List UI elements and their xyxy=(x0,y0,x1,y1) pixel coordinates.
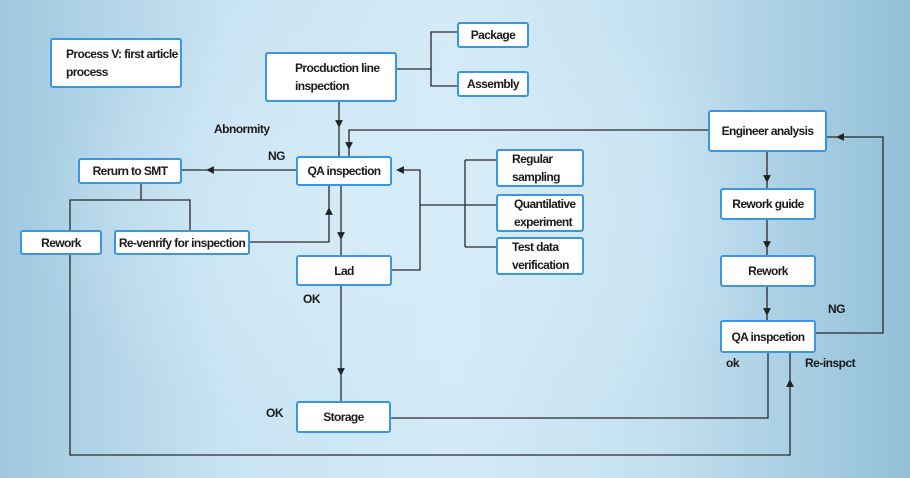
node-return-smt[interactable]: Rerurn to SMT xyxy=(78,158,182,184)
label-abnormity: Abnormity xyxy=(214,122,270,136)
node-qa-inspection-2[interactable]: QA inspcetion xyxy=(720,320,816,353)
line-reverify-to-qa xyxy=(250,207,333,243)
line-prod-to-assembly xyxy=(430,69,457,87)
line-engineer-to-qa xyxy=(345,129,709,150)
node-assembly[interactable]: Assembly xyxy=(457,71,529,97)
node-regular-sampling[interactable]: Regular sampling xyxy=(496,149,584,187)
line-storage-to-qa2 xyxy=(390,353,769,419)
node-reverify[interactable]: Re-venrify for inspection xyxy=(114,230,250,255)
node-storage[interactable]: Storage xyxy=(296,401,391,433)
label-reinspect: Re-inspct xyxy=(805,356,856,370)
label-ng-left: NG xyxy=(268,149,286,163)
line-prod-to-package xyxy=(396,31,457,70)
node-quantitative-experiment[interactable]: Quantilative experiment xyxy=(496,194,584,232)
line-qa2-ng-to-engineer xyxy=(815,136,884,334)
label-ok-lad: OK xyxy=(303,292,321,306)
line-lad-to-qa xyxy=(390,169,421,271)
title-box: Process V: first article process xyxy=(50,38,182,88)
node-package[interactable]: Package xyxy=(457,22,529,48)
node-lad[interactable]: Lad xyxy=(296,255,392,286)
node-rework-left[interactable]: Rework xyxy=(20,230,102,255)
line-smt-split xyxy=(69,184,142,230)
node-rework-right[interactable]: Rework xyxy=(720,255,816,287)
node-engineer-analysis[interactable]: Engineer analysis xyxy=(708,110,827,152)
line-rework-to-qa2 xyxy=(69,254,794,456)
label-ng-right: NG xyxy=(828,302,846,316)
node-qa-inspection[interactable]: QA inspection xyxy=(296,156,392,186)
node-production-line[interactable]: Procduction line inspection xyxy=(265,52,397,102)
label-ok-storage: OK xyxy=(266,406,284,420)
node-test-data-verification[interactable]: Test data verification xyxy=(496,237,584,275)
label-ok-right: ok xyxy=(726,356,740,370)
node-rework-guide[interactable]: Rework guide xyxy=(720,188,816,220)
title-text: Process V: first article process xyxy=(66,47,178,79)
